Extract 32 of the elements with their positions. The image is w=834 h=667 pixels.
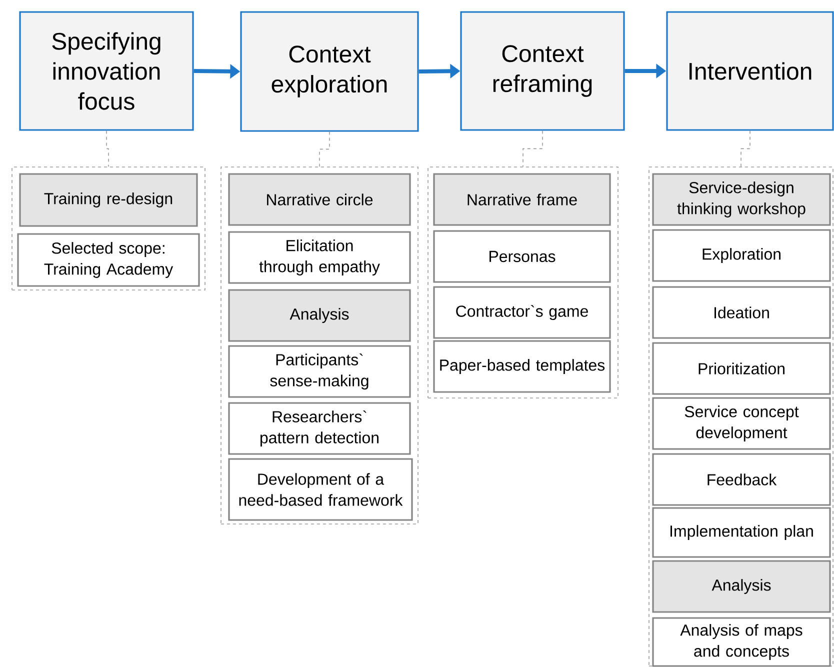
group-frame [220, 166, 418, 524]
connector-line [106, 130, 109, 167]
step-box: Participants` sense-making [228, 345, 411, 398]
stage-box: Context exploration [240, 11, 419, 132]
step-box: Researchers` pattern detection [228, 402, 411, 455]
step-box: Feedback [652, 453, 831, 506]
step-box: Elicitation through empathy [228, 231, 411, 284]
group-frame [428, 166, 618, 398]
connector-line [740, 130, 750, 167]
connector-line [319, 131, 330, 167]
step-box: Contractor`s game [433, 286, 611, 339]
step-box: Ideation [652, 286, 831, 339]
step-box: Analysis [228, 289, 411, 342]
step-box: Narrative circle [228, 173, 411, 226]
stage-box: Intervention [666, 11, 834, 131]
connector-line [522, 130, 543, 167]
step-box: Development of a need-based framework [228, 458, 413, 521]
step-box: Narrative frame [433, 173, 611, 226]
step-box: Training re-design [19, 173, 198, 227]
step-box: Selected scope: Training Academy [17, 233, 200, 287]
group-frame [12, 166, 206, 290]
step-box: Implementation plan [652, 507, 831, 558]
step-box: Analysis of maps and concepts [652, 617, 831, 667]
step-box: Paper-based templates [433, 340, 611, 393]
step-box: Analysis [652, 560, 831, 613]
stage-box: Context reframing [460, 11, 625, 131]
stage-box: Specifying innovation focus [19, 11, 194, 131]
step-box: Service concept development [652, 397, 831, 450]
step-box: Exploration [652, 229, 831, 282]
step-box: Prioritization [652, 342, 831, 395]
step-box: Personas [433, 230, 611, 283]
step-box: Service-design thinking workshop [652, 173, 831, 226]
